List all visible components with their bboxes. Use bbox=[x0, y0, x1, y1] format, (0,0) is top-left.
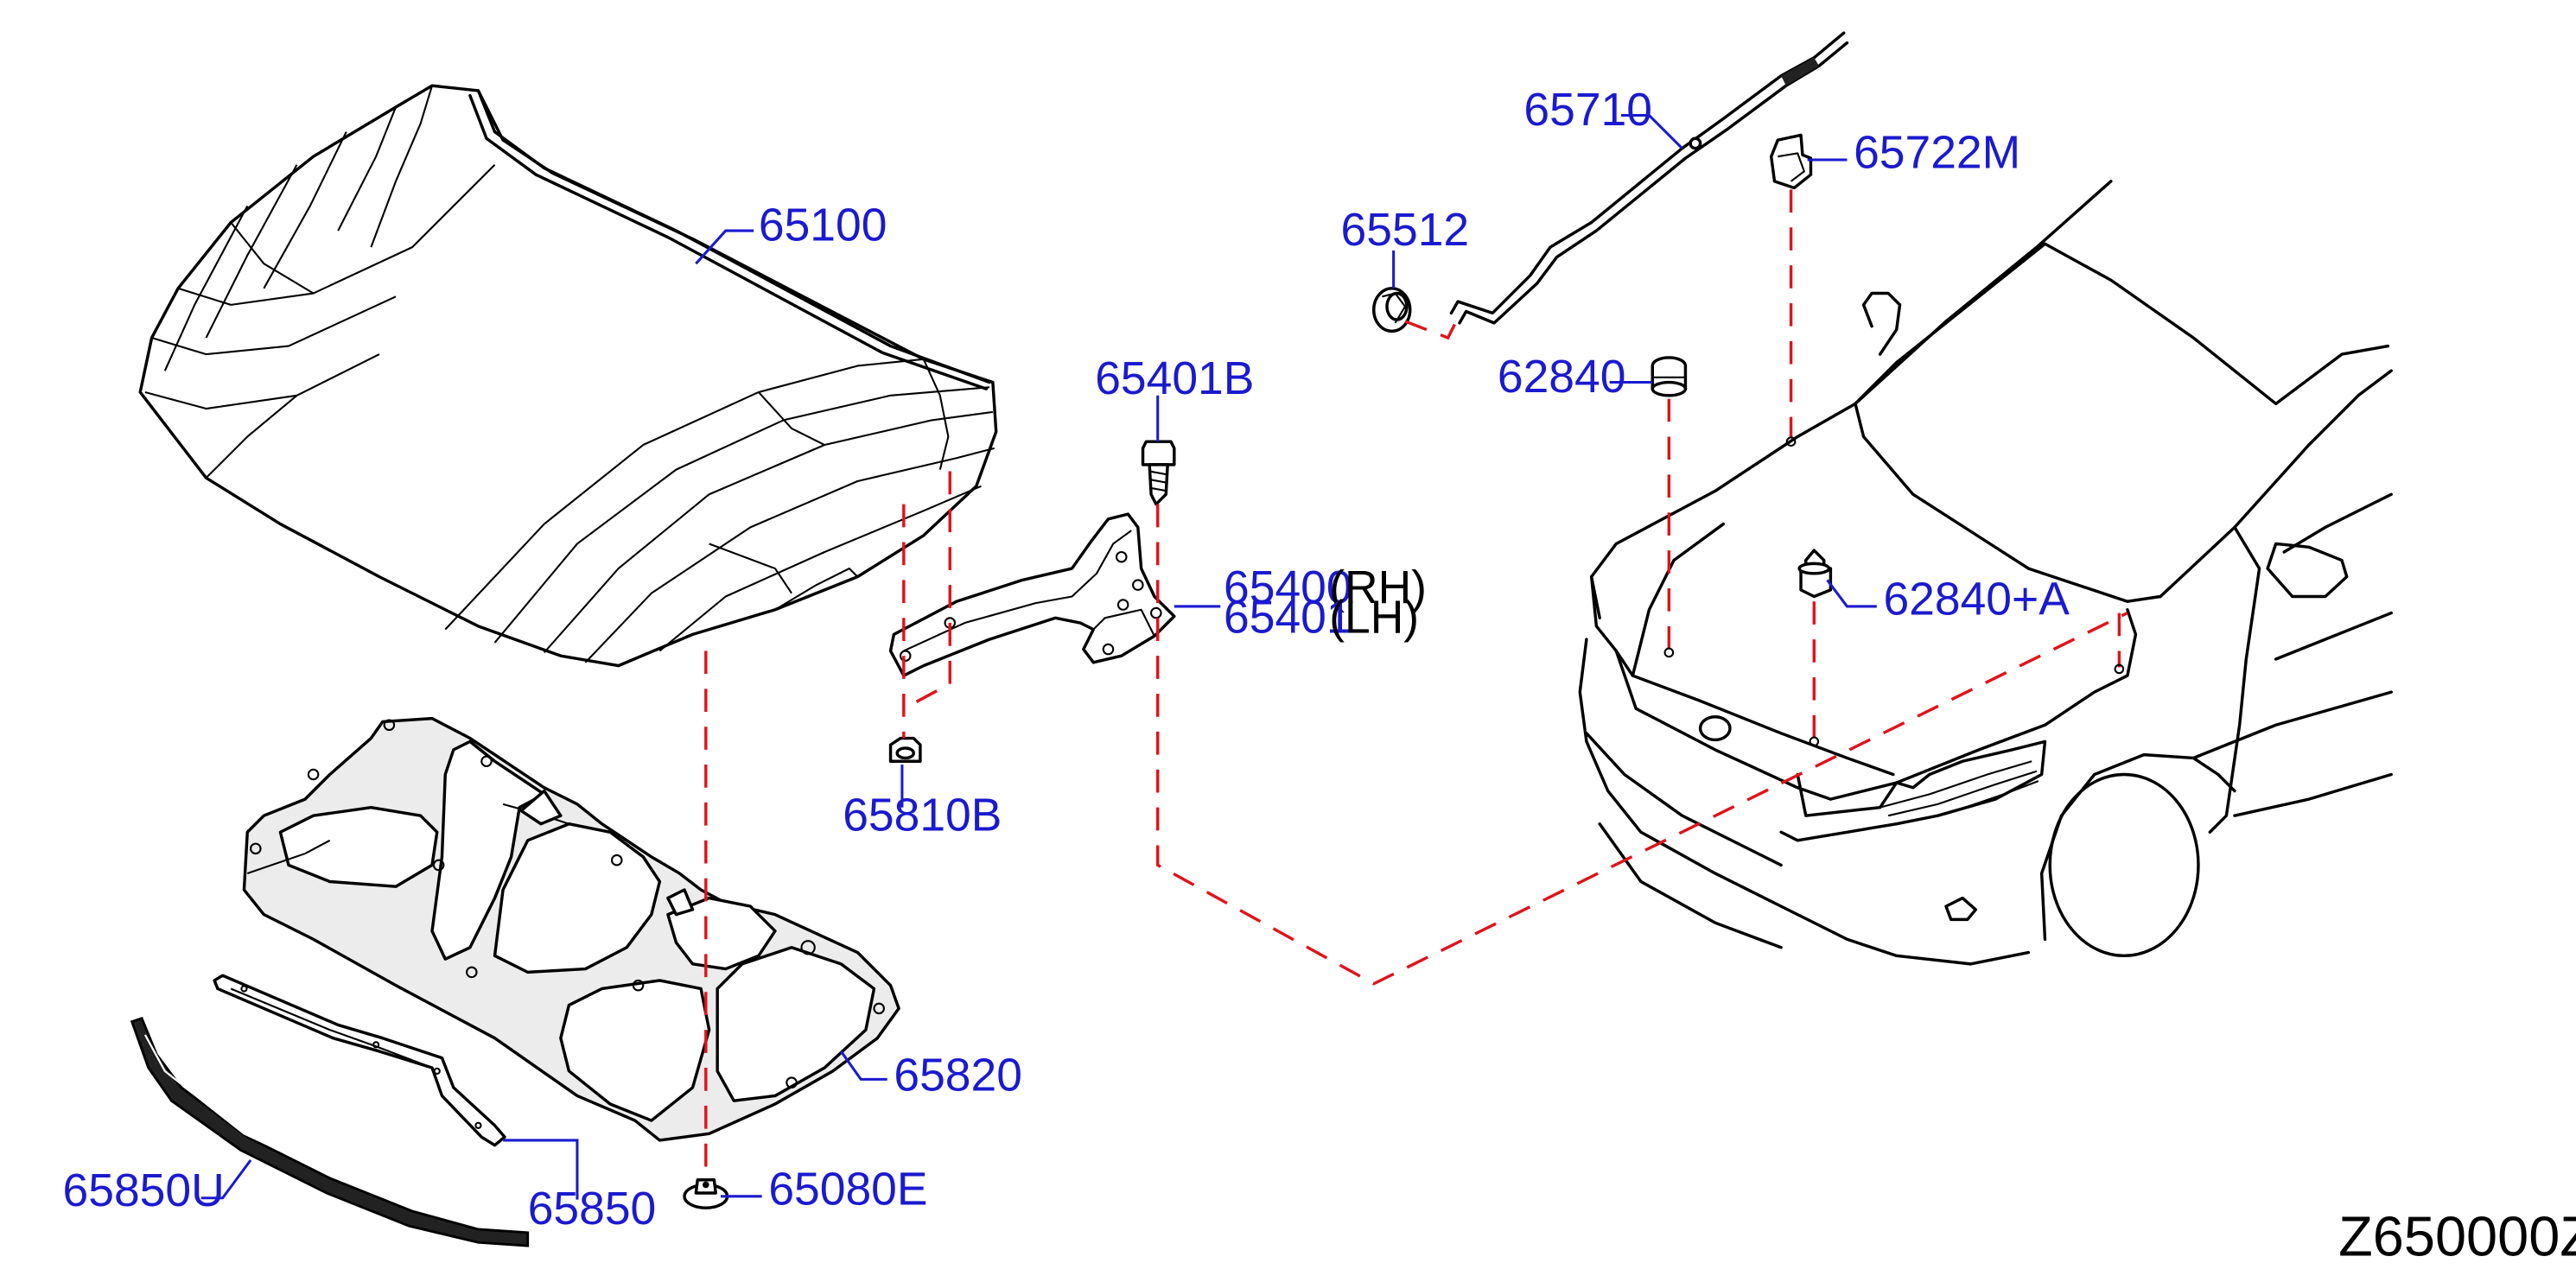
label-hinge-lh[interactable]: 65401 bbox=[1224, 592, 1352, 643]
label-hinge-nut[interactable]: 65810B bbox=[843, 790, 1002, 841]
label-hood-insulator[interactable]: 65820 bbox=[894, 1050, 1022, 1101]
hood-panel[interactable] bbox=[138, 84, 998, 668]
label-hinge-bolt[interactable]: 65401B bbox=[1095, 353, 1254, 404]
hood-stay[interactable] bbox=[1449, 31, 1849, 325]
label-hood-bumper[interactable]: 62840 bbox=[1498, 352, 1626, 403]
label-insulator-clip[interactable]: 65080E bbox=[768, 1164, 927, 1215]
label-leaders bbox=[200, 113, 1877, 1200]
label-hood-seal[interactable]: 65850 bbox=[528, 1184, 657, 1234]
label-hood-stay[interactable]: 65710 bbox=[1523, 85, 1652, 136]
hinge-nut[interactable] bbox=[888, 736, 922, 763]
hood-seal[interactable] bbox=[213, 974, 506, 1147]
label-hood-bumper-adjust[interactable]: 62840+A bbox=[1883, 574, 2070, 625]
hood-bumper[interactable] bbox=[1651, 356, 1688, 397]
insulator-clip[interactable] bbox=[683, 1178, 729, 1209]
label-stay-grommet[interactable]: 65512 bbox=[1341, 205, 1470, 256]
label-hinge-rh[interactable]: 65400 bbox=[1224, 562, 1352, 613]
part-labels: 65100 65820 65850 65850U 65080E 65401B 6… bbox=[63, 85, 2576, 1267]
label-hood[interactable]: 65100 bbox=[759, 200, 887, 251]
dashed-leaders bbox=[704, 189, 2128, 1178]
stay-grommet[interactable] bbox=[1372, 287, 1412, 333]
note-rh: (RH) bbox=[1329, 562, 1427, 613]
drawing-code: Z650000Z bbox=[2338, 1204, 2576, 1267]
hinge-bolt[interactable] bbox=[1141, 440, 1176, 506]
note-lh: (LH) bbox=[1329, 592, 1419, 643]
hood-bumper-adjust[interactable] bbox=[1797, 549, 1833, 599]
hood-hinge[interactable] bbox=[888, 512, 1176, 677]
vehicle-outline bbox=[1578, 180, 2393, 966]
hood-insulator[interactable] bbox=[242, 716, 900, 1142]
label-hood-seal-upper[interactable]: 65850U bbox=[63, 1165, 225, 1216]
hood-seal-upper[interactable] bbox=[130, 1017, 530, 1247]
stay-clip[interactable] bbox=[1769, 133, 1813, 190]
label-stay-clip[interactable]: 65722M bbox=[1854, 128, 2020, 179]
